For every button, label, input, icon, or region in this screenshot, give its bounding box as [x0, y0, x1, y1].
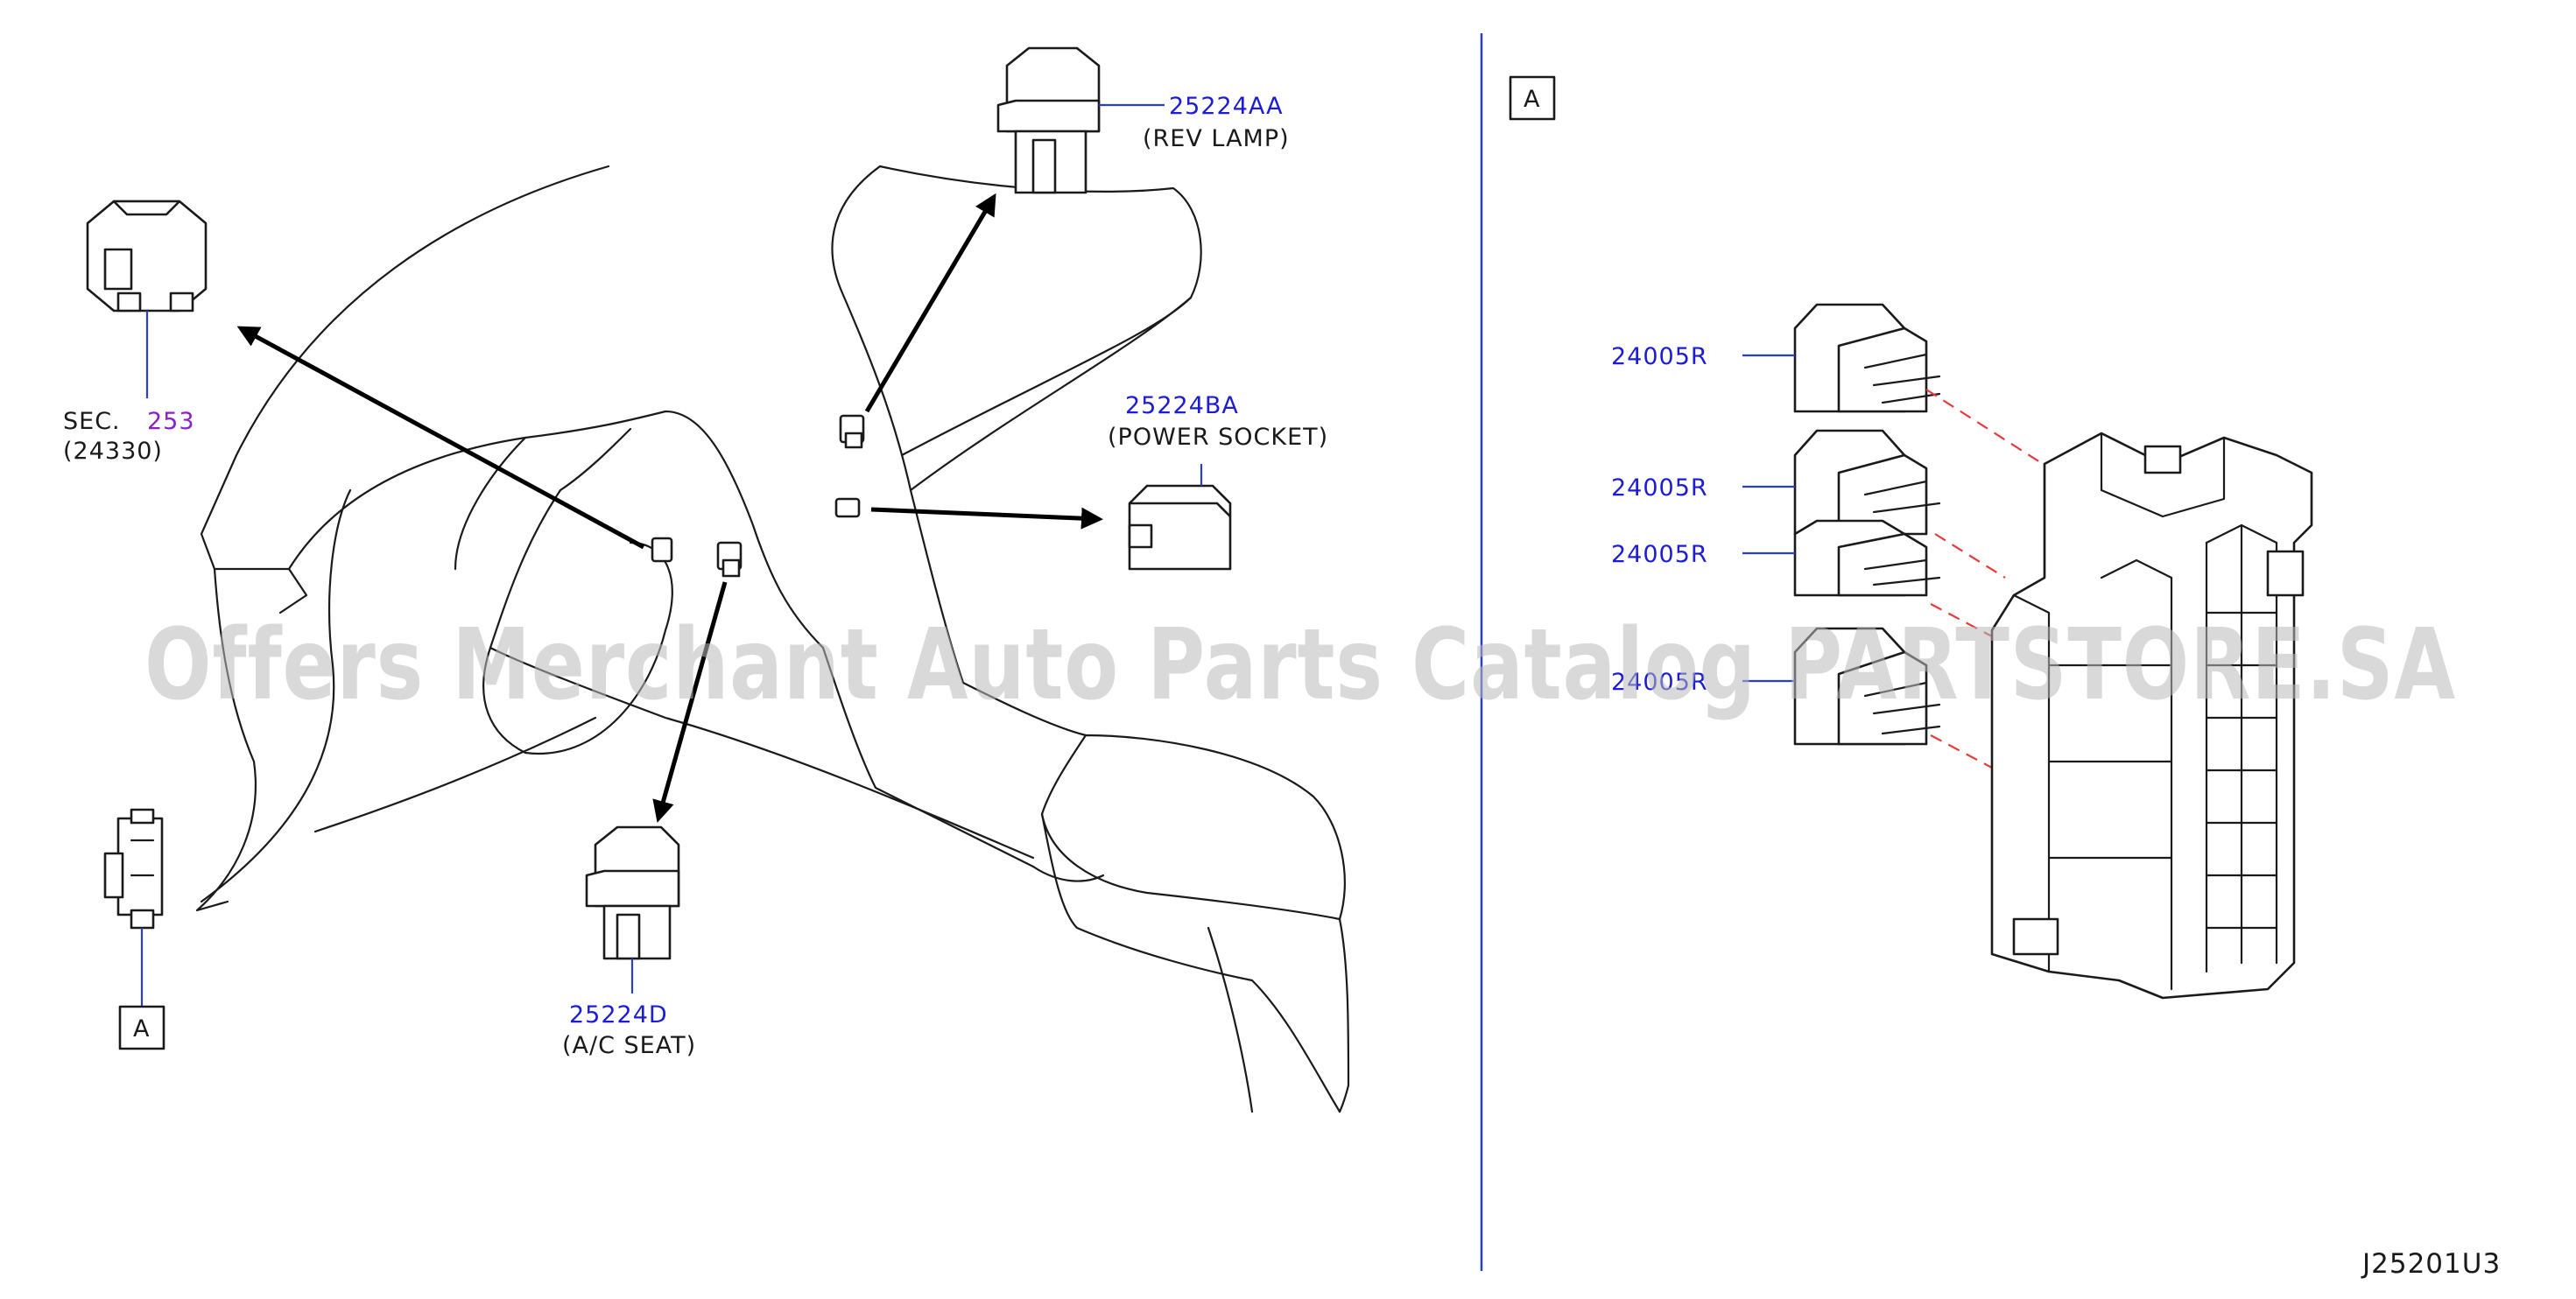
relay-24005r-3-illustration — [1742, 519, 1941, 597]
ac-seat-relay-illustration — [585, 825, 680, 994]
relay-24005r-1-illustration — [1742, 303, 1941, 413]
ref-right-label: A — [1524, 86, 1540, 113]
relay-1-part-number-link[interactable]: 24005R — [1611, 343, 1708, 370]
sec-253-module-illustration — [86, 200, 208, 398]
diagram-code: J25201U3 — [2361, 1248, 2501, 1280]
rev-lamp-name: (REV LAMP) — [1143, 125, 1290, 152]
leader-arrows — [236, 193, 1103, 823]
power-socket-relay-illustration — [1128, 464, 1232, 571]
sec-subtitle: (24330) — [63, 438, 163, 465]
ac-seat-name: (A/C SEAT) — [562, 1032, 696, 1059]
fuse-block-illustration — [1990, 432, 2313, 1000]
watermark-text: Offers Merchant Auto Parts Catalog PARTS… — [144, 608, 2456, 722]
relay-3-part-number-link[interactable]: 24005R — [1611, 541, 1708, 568]
sec-number-link[interactable]: 253 — [147, 408, 195, 435]
relay-24005r-4-illustration — [1742, 627, 1941, 746]
rev-lamp-part-number-link[interactable]: 25224AA — [1169, 93, 1284, 120]
power-socket-part-number-link[interactable]: 25224BA — [1125, 392, 1239, 419]
ref-left-label: A — [133, 1015, 150, 1043]
power-socket-name: (POWER SOCKET) — [1108, 424, 1328, 451]
ref-box-left — [118, 1005, 165, 1050]
relay-4-part-number-link[interactable]: 24005R — [1611, 669, 1708, 696]
relay-2-part-number-link[interactable]: 24005R — [1611, 474, 1708, 502]
connector-a-illustration — [103, 808, 164, 1007]
rev-lamp-relay-illustration — [996, 46, 1165, 194]
relay-location-1 — [651, 414, 865, 578]
sec-label: SEC. — [63, 408, 121, 435]
ac-seat-part-number-link[interactable]: 25224D — [569, 1001, 668, 1029]
relay-24005r-2-illustration — [1742, 429, 1941, 536]
ref-box-right — [1509, 75, 1556, 121]
